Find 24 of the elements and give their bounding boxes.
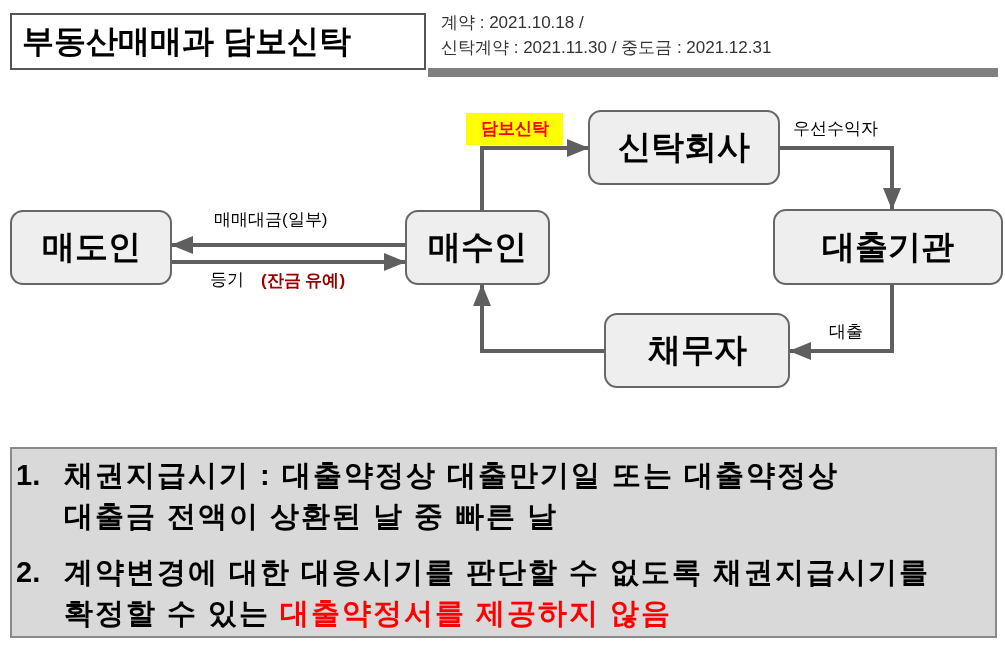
entity-box: 매도인 [10,210,172,285]
edge-label: 대출 [827,322,865,343]
entity-box: 신탁회사 [588,110,780,185]
arrow [473,284,604,353]
edge-label: 우선수익자 [791,119,880,140]
list-number: 1. [16,458,41,493]
title-box: 부동산매매과 담보신탁 [10,13,426,70]
date-note: 신탁계약 : 2021.11.30 / 중도금 : 2021.12.31 [441,38,772,59]
entity-box: 채무자 [604,313,790,388]
arrow [171,236,405,254]
note-panel [10,447,997,638]
list-item-text: 계약변경에 대한 대응시기를 판단할 수 없도록 채권지급시기를 확정할 수 있는 대출약정서를 제공하지 않음 [64,555,932,631]
arrow [789,285,894,360]
list-item-text: 채권지급시기 : 대출약정상 대출만기일 또는 대출약정상 대출금 전액이 상환된 날 중 빠른 날 [64,458,840,534]
entity-box: 매수인 [405,210,550,285]
note-text: (잔금 유예) [261,271,346,292]
list-number: 2. [16,555,41,590]
arrow [172,253,406,271]
edge-label: 매매대금(일부) [212,210,330,231]
arrow [480,139,589,210]
entity-box: 대출기관 [773,209,1003,285]
edge-label: 담보신탁 [466,113,563,145]
date-note: 계약 : 2021.10.18 / [441,13,584,34]
arrow [780,146,901,210]
